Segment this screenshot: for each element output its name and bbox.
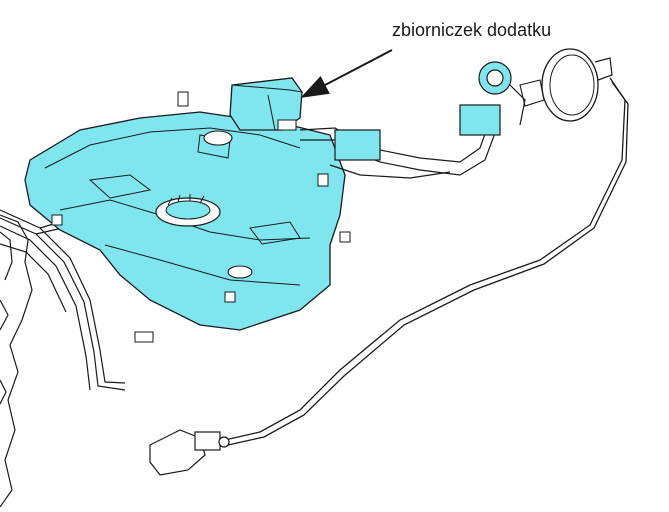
circle-cap-icon	[519, 48, 613, 122]
engine-outline	[0, 214, 33, 508]
tank-clips	[51, 91, 351, 343]
sender-unit	[203, 130, 253, 279]
filler-neck	[299, 61, 526, 179]
release-lever	[149, 429, 230, 476]
fuel-pump-icon	[155, 194, 221, 227]
callout-arrow	[300, 49, 393, 98]
callout-label: zbiorniczek dodatku	[392, 20, 552, 40]
additive-canister-icon	[229, 77, 303, 131]
release-cable	[224, 77, 629, 446]
